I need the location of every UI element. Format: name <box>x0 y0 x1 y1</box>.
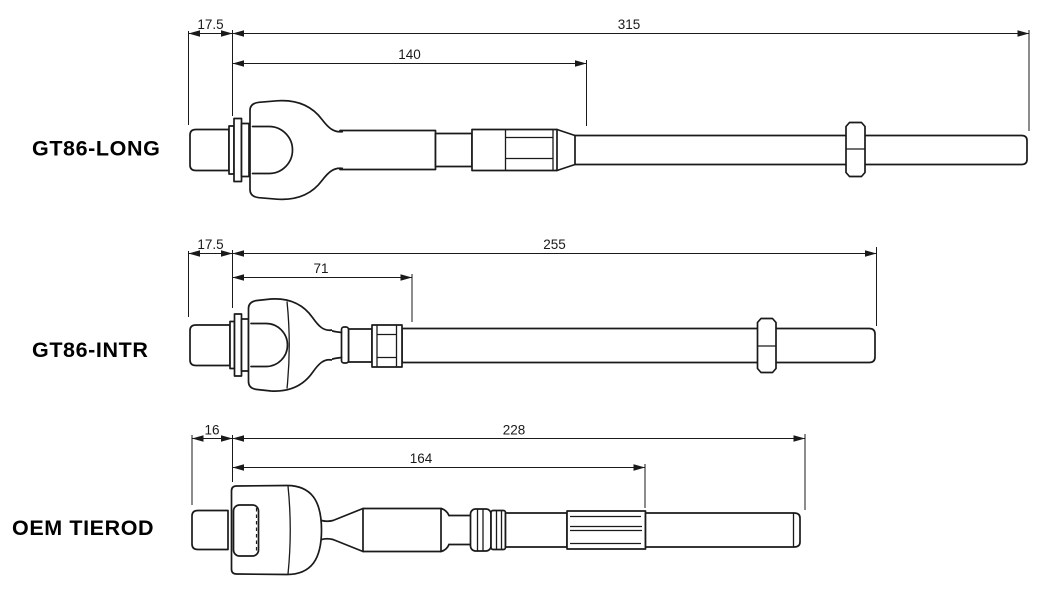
dimension-annotations: 17.5 255 71 <box>188 237 877 326</box>
hex-detail-line <box>376 325 398 367</box>
collar-detail-line <box>476 509 484 551</box>
diagram-oem-tierod: OEM TIEROD 16 228 164 <box>12 423 806 576</box>
part-label: OEM TIEROD <box>12 516 154 540</box>
cone-neck-line <box>320 537 364 553</box>
cone-neck-line <box>320 507 364 523</box>
rod-drawing <box>191 484 801 576</box>
dimension-value-overall: 255 <box>543 237 566 252</box>
shaft-plain-section <box>504 512 568 548</box>
threaded-sleeve <box>471 128 558 172</box>
dimension-value-thread: 17.5 <box>197 237 223 252</box>
rod-drawing <box>189 99 1028 201</box>
ball-stud-socket <box>251 125 294 175</box>
inner-rod-shaft <box>574 134 1028 166</box>
washer-ring <box>233 313 243 377</box>
inner-rod-shaft <box>401 327 876 364</box>
adjuster-collar <box>340 326 350 364</box>
dimension-value-overall: 315 <box>618 17 641 32</box>
thread-stud <box>189 324 231 367</box>
ball-joint-housing <box>247 298 333 392</box>
dimension-value-inner: 140 <box>398 47 421 62</box>
housing-contour-line <box>287 485 291 575</box>
cylinder-taper-line <box>440 507 450 553</box>
washer-ring <box>233 117 243 183</box>
spline-groove-line <box>570 515 642 545</box>
waist-line <box>448 514 472 546</box>
washer-ring <box>240 122 250 178</box>
diagram-gt86-intr: GT86-INTR 17.5 255 71 <box>32 237 877 392</box>
ball-joint-housing <box>249 99 344 201</box>
washer-ring <box>240 318 250 372</box>
sleeve-flat-line <box>505 136 553 160</box>
thread-stud <box>191 509 229 551</box>
sleeve-taper <box>556 128 576 172</box>
dimension-annotations: 16 228 164 <box>191 423 806 510</box>
housing-contour-line <box>286 301 290 389</box>
ridge-collar <box>469 508 492 552</box>
collar-detail-line <box>495 511 503 549</box>
dimension-value-inner: 71 <box>313 261 328 276</box>
boot-shaft-section <box>339 129 437 171</box>
part-label: GT86-INTR <box>32 338 149 362</box>
dimension-value-thread: 16 <box>204 423 219 438</box>
ball-stud-socket <box>250 322 289 368</box>
rod-drawing <box>189 298 876 392</box>
sleeve-edge-line <box>504 130 554 170</box>
ball-stud-socket <box>232 504 260 557</box>
shaft-step-section <box>434 132 473 168</box>
dimension-value-overall: 228 <box>503 423 526 438</box>
dimension-value-thread: 17.5 <box>197 17 223 32</box>
dimension-value-inner: 164 <box>410 451 433 466</box>
washer-stack <box>228 117 250 183</box>
part-label: GT86-LONG <box>32 137 160 161</box>
adjuster-cylinder <box>347 328 373 363</box>
diagram-gt86-long: GT86-LONG 17.5 315 140 <box>32 17 1030 201</box>
ridge-collar <box>490 509 507 551</box>
washer-stack <box>229 313 250 377</box>
rod-body-cylinder <box>362 507 442 553</box>
inner-rod-shaft <box>644 512 801 548</box>
hex-detail-line <box>377 333 397 359</box>
thread-stud <box>189 128 230 172</box>
dimension-annotations: 17.5 315 140 <box>188 17 1030 131</box>
